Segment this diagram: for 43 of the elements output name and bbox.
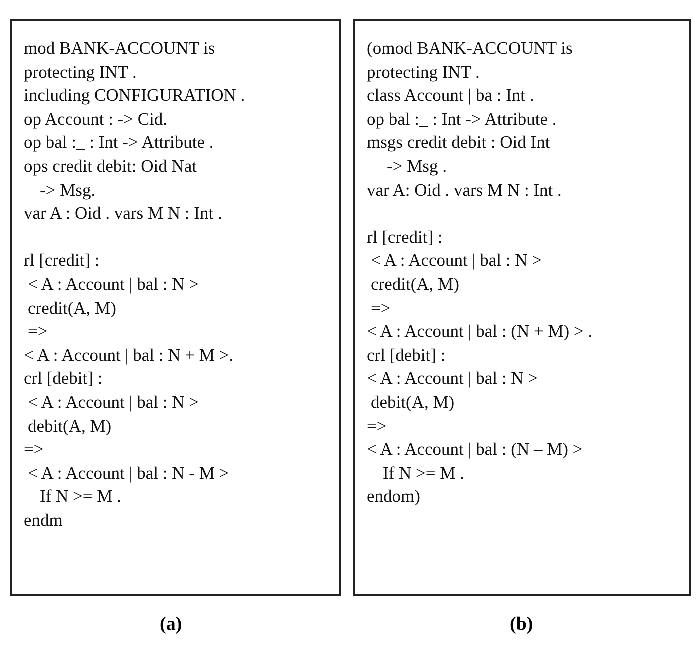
code-line: including CONFIGURATION . bbox=[24, 84, 246, 106]
code-line: credit(A, M) bbox=[28, 296, 116, 319]
code-line: If N >= M . bbox=[40, 485, 122, 508]
code-line: If N >= M . bbox=[383, 462, 464, 484]
code-line: < A : Account | bal : (N – M) > bbox=[367, 438, 583, 460]
code-line: => bbox=[24, 438, 44, 460]
code-line: op bal :_ : Int -> Attribute . bbox=[24, 131, 214, 154]
code-line: < A : Account | bal : N > bbox=[28, 273, 200, 295]
code-panel bbox=[353, 19, 691, 596]
code-line: => bbox=[367, 414, 387, 437]
code-line: var A : Oid . vars M N : Int . bbox=[24, 202, 222, 224]
code-line: debit(A, M) bbox=[371, 391, 455, 413]
code-line: => bbox=[28, 320, 48, 342]
code-line: < A : Account | bal : (N + M) > . bbox=[367, 320, 593, 342]
code-line: mod BANK-ACCOUNT is bbox=[24, 37, 216, 59]
code-line: < A : Account | bal : N + M >. bbox=[24, 344, 234, 366]
code-line: endm bbox=[24, 509, 63, 531]
code-line: rl [credit] : bbox=[367, 226, 443, 248]
code-line: var A: Oid . vars M N : Int . bbox=[367, 178, 562, 201]
code-line: protecting INT . bbox=[24, 60, 137, 83]
code-line: rl [credit] : bbox=[24, 249, 100, 272]
code-line: -> Msg. bbox=[40, 178, 96, 201]
code-line: ops credit debit: Oid Nat bbox=[24, 155, 198, 177]
code-line: debit(A, M) bbox=[28, 414, 112, 437]
code-line: -> Msg . bbox=[387, 155, 447, 177]
code-line: crl [debit] : bbox=[367, 344, 446, 366]
figure-caption: (a) bbox=[160, 614, 182, 636]
code-line: => bbox=[371, 296, 391, 319]
code-line: < A : Account | bal : N > bbox=[28, 391, 200, 413]
code-line: credit(A, M) bbox=[371, 273, 460, 295]
code-line: < A : Account | bal : N > bbox=[367, 367, 538, 390]
code-line: < A : Account | bal : N > bbox=[371, 249, 542, 272]
code-line: msgs credit debit : Oid Int bbox=[367, 131, 550, 154]
code-line: (omod BANK-ACCOUNT is bbox=[367, 37, 573, 59]
code-line: < A : Account | bal : N - M > bbox=[28, 462, 230, 484]
code-line: crl [debit] : bbox=[24, 367, 103, 390]
code-line: protecting INT . bbox=[367, 60, 480, 83]
code-line: op bal :_ : Int -> Attribute . bbox=[367, 108, 557, 130]
code-line: class Account | ba : Int . bbox=[367, 84, 534, 106]
code-line: endom) bbox=[367, 485, 420, 508]
code-panel bbox=[10, 19, 341, 596]
figure-caption: (b) bbox=[510, 614, 534, 636]
code-line: op Account : -> Cid. bbox=[24, 108, 168, 130]
